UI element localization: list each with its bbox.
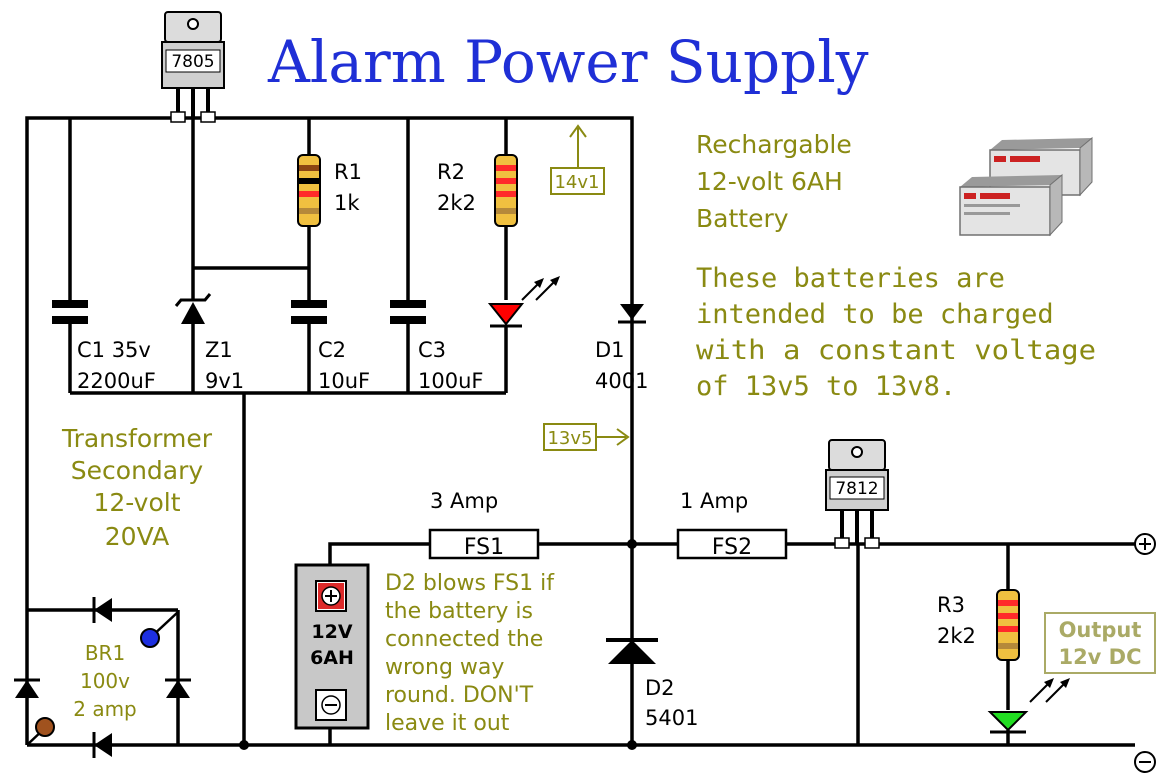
green-led-symbol (987, 678, 1070, 734)
c1-name: C1 35v (77, 338, 151, 362)
test-point-13v5-label: 13v5 (547, 428, 592, 449)
fuse-fs1-label: FS1 (464, 535, 504, 560)
z1-name: Z1 (205, 338, 233, 362)
battery-note-line-4: of 13v5 to 13v8. (696, 371, 956, 402)
component-labels: C1 35v 2200uF Z1 9v1 C2 10uF C3 100uF D1… (73, 160, 976, 730)
d2-name: D2 (645, 676, 675, 700)
regulator-7812: 7812 (825, 439, 889, 549)
battery-label: Rechargable 12-volt 6AH Battery (696, 130, 852, 233)
d2-note-line-6: leave it out (385, 711, 510, 736)
capacitor-c2-symbol (291, 300, 327, 324)
c2-name: C2 (318, 338, 346, 362)
regulator-7805-label: 7805 (171, 52, 214, 72)
r1-name: R1 (334, 160, 362, 184)
transformer-label-line-4: 20VA (105, 522, 169, 551)
battery-voltage: 12V (311, 621, 352, 643)
battery-capacity: 6AH (310, 647, 354, 669)
bridge-rectifier-br1 (14, 597, 191, 758)
fs1-rating: 3 Amp (430, 489, 498, 513)
c3-name: C3 (418, 338, 446, 362)
z1-value: 9v1 (205, 369, 244, 393)
output-plus-terminal (1134, 533, 1156, 555)
battery-note-line-3: with a constant voltage (696, 335, 1096, 366)
test-point-14v1: 14v1 (550, 124, 605, 195)
d2-note-line-1: D2 blows FS1 if (385, 571, 555, 596)
regulator-7805: 7805 (161, 11, 225, 123)
output-minus-terminal (1134, 751, 1156, 773)
r2-value: 2k2 (437, 191, 476, 215)
resistor-r2-symbol (494, 154, 518, 227)
c2-value: 10uF (318, 369, 370, 393)
fuse-fs1: FS1 (428, 528, 540, 560)
c1-value: 2200uF (77, 369, 156, 393)
output-label-line-2: 12v DC (1058, 645, 1141, 669)
zener-z1-symbol (174, 293, 212, 324)
r1-value: 1k (334, 191, 360, 215)
battery-label-line-2: 12-volt 6AH (696, 167, 843, 196)
d1-name: D1 (595, 338, 625, 362)
fuse-fs2-label: FS2 (712, 535, 752, 560)
regulator-7812-label: 7812 (835, 479, 878, 499)
resistor-r3-symbol (996, 589, 1020, 661)
d2-note-line-2: the battery is (385, 599, 533, 624)
battery-photo (959, 136, 1093, 237)
battery-symbol: 12V 6AH (294, 563, 370, 730)
d2-value: 5401 (645, 706, 698, 730)
test-point-13v5: 13v5 (543, 423, 630, 451)
diode-d2-symbol (606, 638, 658, 664)
battery-note-line-2: intended to be charged (696, 299, 1054, 330)
resistor-r1-symbol (297, 154, 321, 227)
d1-value: 4001 (595, 369, 648, 393)
test-point-14v1-label: 14v1 (554, 172, 599, 193)
transformer-label: Transformer Secondary 12-volt 20VA (61, 424, 213, 551)
br1-name: BR1 (85, 641, 125, 665)
transformer-label-line-2: Secondary (71, 456, 204, 485)
fs2-rating: 1 Amp (680, 489, 748, 513)
r3-name: R3 (937, 593, 965, 617)
capacitor-c3-symbol (390, 300, 426, 324)
page-title: Alarm Power Supply (267, 28, 869, 96)
transformer-label-line-1: Transformer (61, 424, 213, 453)
red-led-symbol (487, 276, 560, 328)
d2-note-line-3: connected the (385, 627, 543, 652)
diode-d1-symbol (618, 304, 646, 324)
junction-dots (239, 539, 637, 750)
transformer-label-line-3: 12-volt (94, 488, 181, 517)
battery-note: These batteries are intended to be charg… (696, 263, 1096, 402)
output-label: Output 12v DC (1044, 612, 1156, 674)
d2-note-line-5: round. DON'T (385, 683, 534, 708)
battery-label-line-1: Rechargable (696, 130, 852, 159)
d2-note: D2 blows FS1 if the battery is connected… (385, 571, 555, 736)
d2-note-line-4: wrong way (385, 655, 504, 680)
r2-name: R2 (437, 160, 465, 184)
capacitor-c1-symbol (52, 300, 88, 324)
r3-value: 2k2 (937, 624, 976, 648)
battery-note-line-1: These batteries are (696, 263, 1005, 294)
c3-value: 100uF (418, 369, 483, 393)
fuse-fs2: FS2 (676, 528, 788, 560)
output-label-line-1: Output (1059, 618, 1142, 642)
br1-rating: 100v (80, 669, 130, 693)
battery-label-line-3: Battery (696, 204, 789, 233)
br1-current: 2 amp (73, 697, 137, 721)
